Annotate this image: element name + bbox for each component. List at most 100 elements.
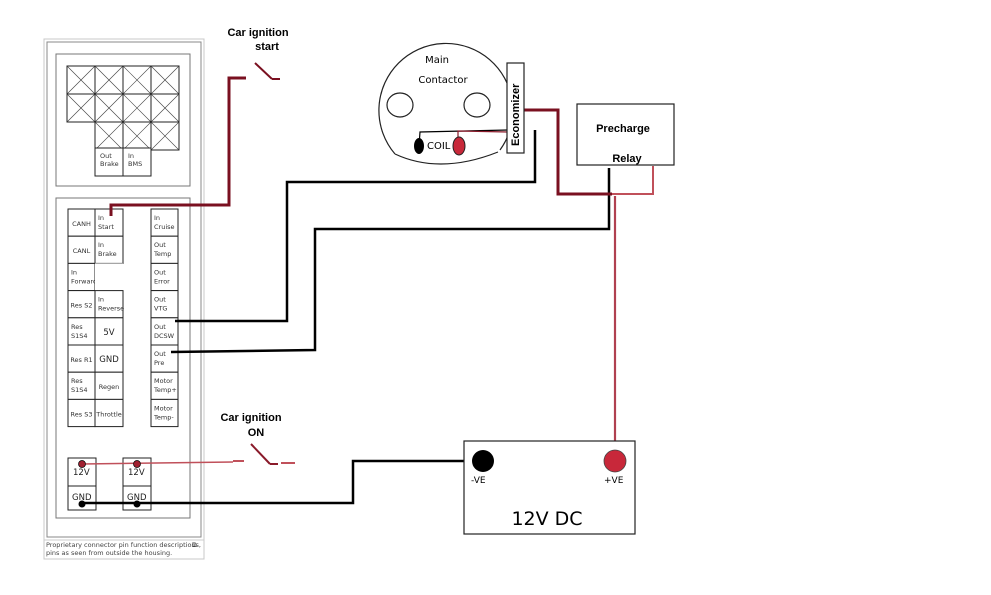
pin-label: Res S2 xyxy=(71,302,93,310)
pin-dot-gnd xyxy=(78,500,86,508)
caption-line: Proprietary connector pin function descr… xyxy=(46,541,201,549)
pin-label: Brake xyxy=(98,250,117,258)
pin-label-12v: 12V xyxy=(73,468,90,478)
pin-label: In xyxy=(98,296,104,304)
pin-label: Pre xyxy=(154,359,164,367)
pin-dot-gnd xyxy=(133,500,141,508)
battery-label: 12V DC xyxy=(511,508,582,530)
pin-label: Out xyxy=(154,241,166,249)
contactor-label: Main xyxy=(425,55,449,66)
pin-label: Throttle xyxy=(95,410,122,418)
top-connector-block xyxy=(55,53,191,187)
pin-cell: GND xyxy=(94,344,124,373)
pin-label: CANL xyxy=(73,247,91,255)
pin-cell: 5V xyxy=(94,317,124,346)
wire-ignition-on xyxy=(81,461,234,465)
pin-label: VTG xyxy=(154,305,167,313)
pin-label: Regen xyxy=(99,383,119,391)
pin-label: Res xyxy=(71,323,83,331)
battery-negative-terminal xyxy=(472,450,494,472)
wire-out-vtg xyxy=(175,130,537,323)
coil-terminal-positive xyxy=(452,136,466,156)
pin-cell: Throttle xyxy=(94,398,124,428)
pin-label: Start xyxy=(98,223,114,231)
pin-label: Out xyxy=(154,268,166,276)
pin-label: Out xyxy=(154,350,166,358)
expand-icon[interactable]: ⧉ xyxy=(192,541,197,549)
battery-12v: -VE +VE 12V DC xyxy=(463,440,636,535)
wire-ground xyxy=(82,459,483,505)
pin-label: Out xyxy=(154,323,166,331)
pin-cell: Res S3 xyxy=(67,398,96,428)
pin-dot-12v xyxy=(133,460,141,468)
pin-label: Motor xyxy=(154,377,173,385)
unused-pin-grid xyxy=(66,65,180,151)
ignition-on-label: ON xyxy=(248,427,265,439)
pin-cell xyxy=(95,263,123,291)
pin-label: Out xyxy=(154,296,166,304)
main-connector-block xyxy=(55,197,191,519)
ignition-start-label: start xyxy=(255,41,279,53)
pin-in-bms: In BMS xyxy=(122,147,152,177)
pin-label: S1S4 xyxy=(71,332,88,340)
pin-label: In xyxy=(98,241,104,249)
pin-label-12v: 12V xyxy=(128,468,145,478)
pin-column-b: InStartInBrakeInReverse5VGNDRegenThrottl… xyxy=(94,208,124,428)
pin-label: Forward xyxy=(71,277,97,285)
pin-label: Res R1 xyxy=(70,356,92,364)
pin-label: Res S3 xyxy=(71,410,93,418)
pin-cell: CANL xyxy=(67,235,96,264)
contactor-terminal-left xyxy=(386,92,414,118)
pin-label: Temp- xyxy=(153,413,174,421)
pin-column-right: InCruiseOutTempOutErrorOutVTGOutDCSWOutP… xyxy=(150,208,179,428)
pin-out-brake: Out Brake xyxy=(94,147,124,177)
wire-precharge-out xyxy=(612,166,654,195)
coil-label: COIL xyxy=(427,141,451,152)
pin-label: In xyxy=(98,214,104,222)
terminal-label-positive: +VE xyxy=(604,476,624,486)
pin-cell: Res S2 xyxy=(67,290,96,319)
pin-label: BMS xyxy=(128,160,142,168)
switch-ignition-on xyxy=(250,443,271,465)
pin-label: Brake xyxy=(100,160,119,168)
pin-label: In xyxy=(128,152,134,160)
coil-terminal-negative xyxy=(414,138,424,154)
main-contactor: Main Contactor COIL xyxy=(378,42,514,165)
contactor-label: Contactor xyxy=(418,75,468,86)
pin-label: Motor xyxy=(154,404,173,412)
economizer: Economizer xyxy=(506,62,525,154)
pin-label: Reverse xyxy=(98,305,124,313)
contactor-terminal-right xyxy=(463,92,491,118)
wire-economizer-feed xyxy=(524,108,612,196)
pin-label: 5V xyxy=(103,328,114,338)
pin-label: DCSW xyxy=(154,332,175,340)
caption-line: pins as seen from outside the housing. xyxy=(46,549,172,557)
pin-label: Cruise xyxy=(154,223,175,231)
pin-label: Temp xyxy=(153,250,171,258)
pin-cell: Res R1 xyxy=(67,344,96,373)
wire-out-pre xyxy=(170,168,611,354)
pin-label: CANH xyxy=(72,220,91,228)
switch-ignition-start xyxy=(254,62,273,80)
pin-label: Error xyxy=(154,277,170,285)
pin-label: In xyxy=(71,268,77,276)
pin-label: Out xyxy=(100,152,112,160)
precharge-relay: Precharge Relay xyxy=(576,103,675,166)
pin-cell: Regen xyxy=(94,371,124,400)
precharge-label: Relay xyxy=(612,153,642,165)
